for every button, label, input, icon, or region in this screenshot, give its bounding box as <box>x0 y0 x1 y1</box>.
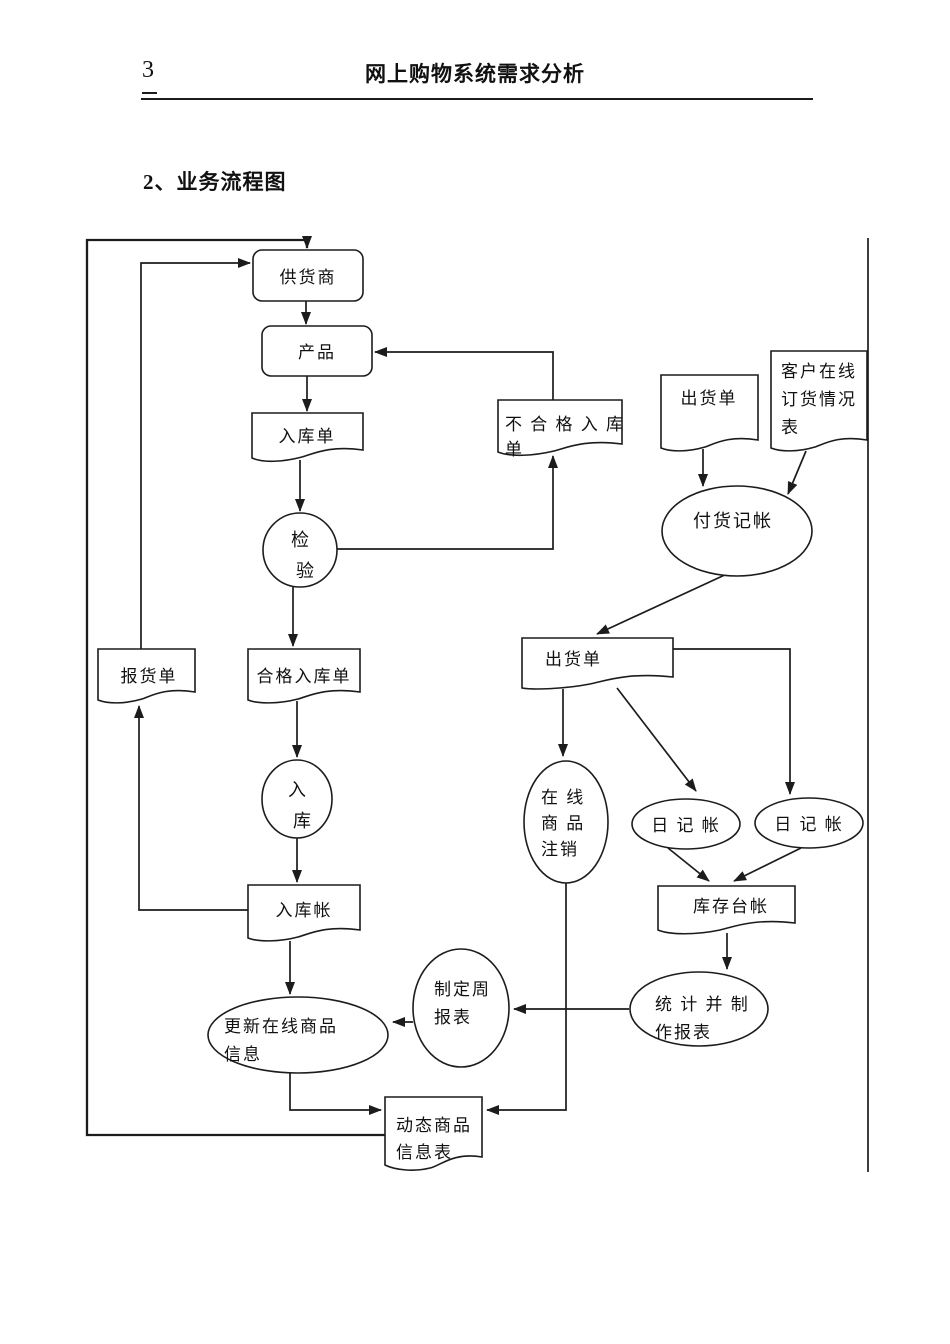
svg-text:表: 表 <box>781 418 800 437</box>
node-inbound-account: 入库帐 <box>247 884 361 942</box>
node-online-product-cancel: 在 线 商 品 注销 <box>523 760 609 884</box>
document-title: 网上购物系统需求分析 <box>365 62 585 86</box>
node-stats-report: 统 计 并 制 作报表 <box>629 971 769 1047</box>
node-shipping-order-top: 出货单 <box>660 374 759 452</box>
node-journal-right: 日 记 帐 <box>754 797 864 849</box>
svg-text:库存台帐: 库存台帐 <box>693 897 769 916</box>
edge-online-cancel-to-dynamic-table <box>486 883 567 1115</box>
svg-text:检: 检 <box>291 530 311 550</box>
svg-text:在 线: 在 线 <box>541 788 585 807</box>
node-update-online-product: 更新在线商品 信息 <box>207 996 389 1074</box>
edge-payment-to-shipping-mid <box>596 572 730 635</box>
edge-unqualified-to-product <box>374 347 554 400</box>
edge-shipping-mid-to-journal-right <box>673 648 795 795</box>
svg-text:产品: 产品 <box>298 343 336 362</box>
page-number: 3 <box>142 57 154 83</box>
node-supplier: 供货商 <box>252 249 364 302</box>
node-product: 产品 <box>261 325 373 377</box>
node-unqualified-inbound-order: 不 合 格 入 库 单 <box>497 399 625 459</box>
svg-text:更新在线商品: 更新在线商品 <box>224 1017 338 1036</box>
svg-text:日 记 帐: 日 记 帐 <box>774 815 844 834</box>
edge-customer-form-to-payment <box>787 450 807 495</box>
node-payment-bookkeeping: 付货记帐 <box>661 485 813 577</box>
svg-text:统 计 并 制: 统 计 并 制 <box>655 995 750 1014</box>
header-rule <box>141 98 813 100</box>
page-number-underline <box>142 92 157 94</box>
svg-text:作报表: 作报表 <box>655 1023 712 1042</box>
svg-text:供货商: 供货商 <box>280 268 337 287</box>
svg-text:客户在线: 客户在线 <box>781 362 857 381</box>
svg-text:付货记帐: 付货记帐 <box>693 511 773 531</box>
node-weekly-report: 制定周 报表 <box>412 948 510 1068</box>
svg-text:入库单: 入库单 <box>279 427 336 446</box>
node-report-order: 报货单 <box>97 648 196 704</box>
edge-journal-right-to-ledger <box>733 847 802 882</box>
svg-text:信息表: 信息表 <box>396 1143 453 1162</box>
node-dynamic-product-table: 动态商品 信息表 <box>384 1096 483 1171</box>
node-qualified-inbound-order: 合格入库单 <box>247 648 361 704</box>
svg-text:库: 库 <box>293 811 313 831</box>
edge-report-order-to-supplier <box>140 258 251 649</box>
svg-text:入: 入 <box>288 780 308 800</box>
edge-inspection-to-unqualified <box>337 455 558 550</box>
node-inventory-ledger: 库存台帐 <box>657 885 796 935</box>
svg-text:报货单: 报货单 <box>121 667 178 686</box>
section-heading: 2、业务流程图 <box>143 170 287 194</box>
svg-text:合格入库单: 合格入库单 <box>257 667 352 686</box>
node-inspection: 检 验 <box>262 512 338 588</box>
svg-text:出货单: 出货单 <box>681 389 738 408</box>
svg-text:动态商品: 动态商品 <box>396 1116 472 1135</box>
svg-text:商 品: 商 品 <box>541 814 585 833</box>
edge-inbound-account-to-report-order <box>134 705 248 911</box>
svg-text:入库帐: 入库帐 <box>276 901 333 920</box>
edge-journal-left-to-ledger <box>667 847 710 882</box>
svg-text:出货单: 出货单 <box>545 650 602 669</box>
edge-update-online-to-dynamic-table <box>289 1073 382 1115</box>
svg-text:制定周: 制定周 <box>434 980 491 999</box>
svg-text:报表: 报表 <box>434 1008 472 1027</box>
edge-dynamic-table-to-supplier <box>85 236 385 1137</box>
node-shipping-order-mid: 出货单 <box>521 637 674 690</box>
node-warehousing: 入 库 <box>261 759 333 839</box>
svg-text:订货情况: 订货情况 <box>781 390 857 409</box>
node-journal-left: 日 记 帐 <box>631 798 741 850</box>
node-inbound-order: 入库单 <box>251 412 364 463</box>
svg-text:不 合 格 入 库: 不 合 格 入 库 <box>505 415 625 434</box>
svg-text:单: 单 <box>505 440 524 459</box>
svg-text:日 记 帐: 日 记 帐 <box>651 816 721 835</box>
node-customer-online-order-form: 客户在线 订货情况 表 <box>770 350 868 452</box>
svg-text:验: 验 <box>296 561 316 581</box>
svg-text:注销: 注销 <box>541 840 579 859</box>
edge-shipping-mid-to-journal-left <box>616 687 697 792</box>
svg-text:信息: 信息 <box>224 1045 262 1064</box>
